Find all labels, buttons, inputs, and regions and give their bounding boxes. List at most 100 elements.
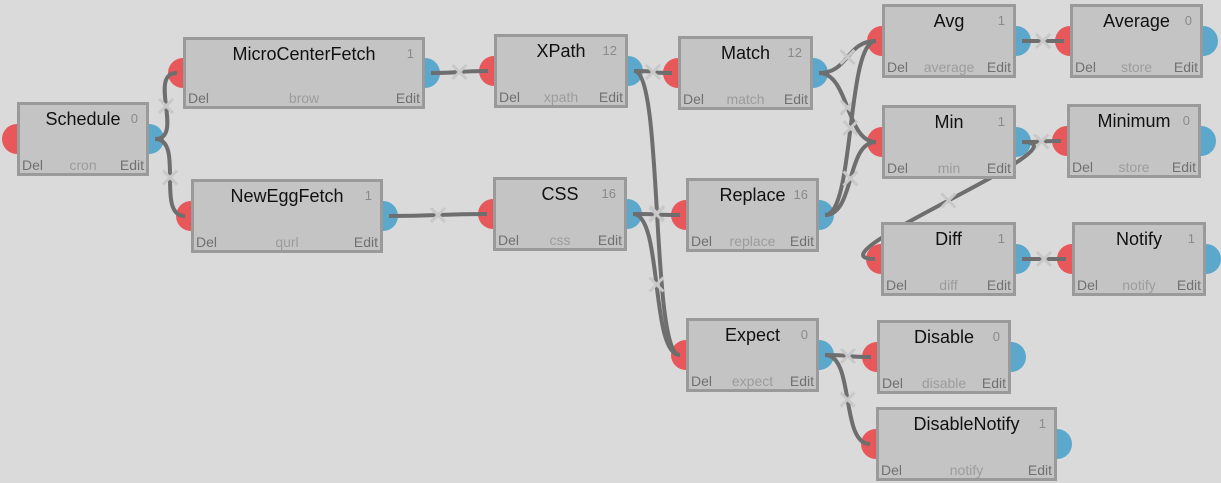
node-xpath[interactable]: XPath 12 Del xpath Edit bbox=[479, 34, 643, 108]
disconnect-icon[interactable] bbox=[940, 192, 957, 209]
node-count: 1 bbox=[1187, 231, 1195, 246]
node-replace[interactable]: Replace 16 Del replace Edit bbox=[671, 178, 834, 252]
edit-button[interactable]: Edit bbox=[353, 234, 378, 250]
disconnect-icon[interactable] bbox=[644, 63, 662, 81]
node-type: store bbox=[1120, 59, 1153, 75]
edit-button[interactable]: Edit bbox=[1176, 277, 1201, 293]
node-type: xpath bbox=[543, 89, 579, 105]
delete-button[interactable]: Del bbox=[882, 375, 904, 391]
node-diff[interactable]: Diff 1 Del diff Edit bbox=[866, 222, 1031, 296]
delete-button[interactable]: Del bbox=[1077, 277, 1099, 293]
node-type: store bbox=[1118, 159, 1150, 175]
edit-button[interactable]: Edit bbox=[1173, 59, 1198, 75]
node-count: 0 bbox=[130, 111, 138, 126]
edit-button[interactable]: Edit bbox=[981, 375, 1006, 391]
delete-button[interactable]: Del bbox=[498, 232, 520, 248]
disconnect-icon[interactable] bbox=[839, 347, 857, 365]
node-count: 1 bbox=[997, 13, 1005, 28]
disconnect-icon[interactable] bbox=[157, 97, 175, 115]
node-title: Match bbox=[720, 43, 771, 63]
node-type: disable bbox=[921, 375, 967, 391]
edit-button[interactable]: Edit bbox=[598, 89, 623, 105]
delete-button[interactable]: Del bbox=[691, 233, 713, 249]
node-min[interactable]: Min 1 Del min Edit bbox=[867, 105, 1031, 179]
node-title: CSS bbox=[541, 184, 579, 204]
node-title: MicroCenterFetch bbox=[232, 44, 376, 64]
node-count: 16 bbox=[793, 187, 808, 202]
node-count: 0 bbox=[800, 327, 808, 342]
node-css[interactable]: CSS 16 Del css Edit bbox=[478, 177, 642, 251]
disconnect-icon[interactable] bbox=[842, 170, 859, 187]
disconnect-icon[interactable] bbox=[839, 48, 856, 66]
node-type: css bbox=[549, 232, 571, 248]
node-match[interactable]: Match 12 Del match Edit bbox=[663, 36, 828, 110]
delete-button[interactable]: Del bbox=[881, 462, 903, 478]
disconnect-icon[interactable] bbox=[429, 206, 447, 224]
node-average[interactable]: Average 0 Del store Edit bbox=[1055, 4, 1218, 78]
edit-button[interactable]: Edit bbox=[986, 160, 1011, 176]
node-neweggfetch[interactable]: NewEggFetch 1 Del qurl Edit bbox=[176, 179, 398, 253]
node-title: Minimum bbox=[1097, 111, 1171, 131]
disconnect-icon[interactable] bbox=[648, 276, 665, 293]
node-count: 1 bbox=[1038, 416, 1046, 431]
delete-button[interactable]: Del bbox=[1075, 59, 1097, 75]
node-disablenotify[interactable]: DisableNotify 1 Del notify Edit bbox=[861, 407, 1072, 481]
node-minimum[interactable]: Minimum 0 Del store Edit bbox=[1052, 104, 1216, 178]
edit-button[interactable]: Edit bbox=[1027, 462, 1052, 478]
delete-button[interactable]: Del bbox=[887, 160, 909, 176]
edit-button[interactable]: Edit bbox=[986, 59, 1011, 75]
node-title: Expect bbox=[724, 325, 781, 345]
edit-button[interactable]: Edit bbox=[597, 232, 622, 248]
node-type: brow bbox=[288, 90, 320, 106]
delete-button[interactable]: Del bbox=[887, 59, 909, 75]
node-title: Min bbox=[934, 112, 964, 132]
delete-button[interactable]: Del bbox=[499, 89, 521, 105]
node-microcenterfetch[interactable]: MicroCenterFetch 1 Del brow Edit bbox=[168, 37, 440, 109]
delete-button[interactable]: Del bbox=[188, 90, 210, 106]
delete-button[interactable]: Del bbox=[1072, 159, 1094, 175]
node-title: DisableNotify bbox=[913, 414, 1020, 434]
node-type: min bbox=[937, 160, 961, 176]
node-type: diff bbox=[939, 277, 958, 293]
node-title: Notify bbox=[1115, 229, 1162, 249]
node-type: cron bbox=[69, 157, 97, 173]
edit-button[interactable]: Edit bbox=[986, 277, 1011, 293]
delete-button[interactable]: Del bbox=[22, 157, 44, 173]
disconnect-icon[interactable] bbox=[451, 63, 468, 81]
node-title: Diff bbox=[935, 229, 962, 249]
disconnect-icon[interactable] bbox=[1035, 250, 1053, 268]
edit-button[interactable]: Edit bbox=[789, 373, 814, 389]
disconnect-icon[interactable] bbox=[1034, 32, 1052, 50]
node-type: qurl bbox=[275, 234, 299, 250]
node-avg[interactable]: Avg 1 Del average Edit bbox=[867, 4, 1031, 78]
delete-button[interactable]: Del bbox=[691, 373, 713, 389]
edit-button[interactable]: Edit bbox=[119, 157, 144, 173]
disconnect-icon[interactable] bbox=[161, 169, 179, 186]
node-type: replace bbox=[729, 233, 776, 249]
node-count: 12 bbox=[602, 43, 617, 58]
delete-button[interactable]: Del bbox=[683, 91, 705, 107]
node-count: 0 bbox=[1184, 13, 1192, 28]
node-notify[interactable]: Notify 1 Del notify Edit bbox=[1057, 222, 1221, 296]
node-count: 0 bbox=[1182, 113, 1190, 128]
delete-button[interactable]: Del bbox=[886, 277, 908, 293]
node-schedule[interactable]: Schedule 0 Del cron Edit bbox=[2, 102, 164, 176]
edit-button[interactable]: Edit bbox=[395, 90, 420, 106]
node-disable[interactable]: Disable 0 Del disable Edit bbox=[862, 320, 1026, 394]
disconnect-icon[interactable] bbox=[648, 206, 665, 223]
node-expect[interactable]: Expect 0 Del expect Edit bbox=[671, 318, 834, 392]
edit-button[interactable]: Edit bbox=[783, 91, 808, 107]
edit-button[interactable]: Edit bbox=[789, 233, 814, 249]
node-count: 16 bbox=[601, 186, 616, 201]
node-type: average bbox=[923, 59, 975, 75]
disconnect-icon[interactable] bbox=[839, 391, 856, 408]
node-title: Disable bbox=[913, 327, 975, 347]
node-type: match bbox=[726, 91, 765, 107]
disconnect-icon[interactable] bbox=[842, 119, 859, 137]
disconnect-icon[interactable] bbox=[1033, 133, 1050, 150]
node-title: Average bbox=[1103, 11, 1170, 31]
edit-button[interactable]: Edit bbox=[1171, 159, 1196, 175]
delete-button[interactable]: Del bbox=[196, 234, 218, 250]
node-title: Schedule bbox=[45, 109, 121, 129]
